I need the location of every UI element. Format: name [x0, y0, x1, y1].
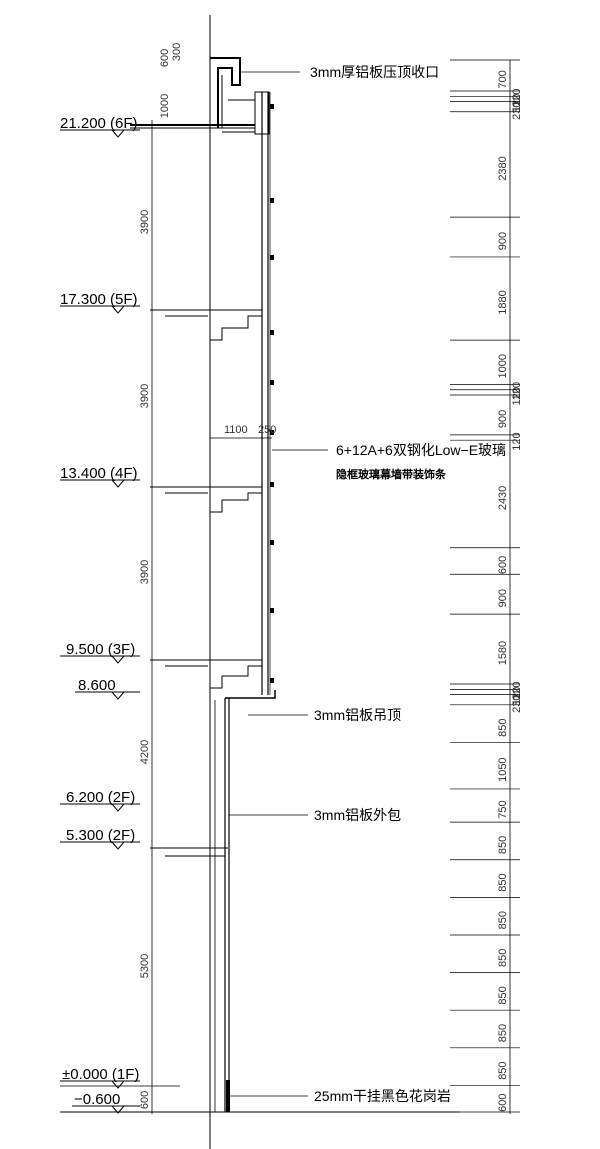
- right-dim-label: 120: [511, 94, 523, 112]
- callout-cladding: 3mm铝板外包: [314, 807, 401, 823]
- level-label-4f: 13.400 (4F): [60, 465, 138, 482]
- right-dim-label: 120: [511, 88, 523, 106]
- right-dim-label: 2430: [497, 486, 509, 510]
- top-dim-2: 300: [171, 43, 183, 61]
- right-dim-label: 850: [497, 873, 509, 891]
- right-dim-label: 900: [497, 232, 509, 250]
- right-dimension-chain: 7001201202302380900188010001201209001202…: [450, 59, 523, 1113]
- right-dim-label: 750: [497, 800, 509, 818]
- left-dim-1: 3900: [139, 210, 151, 234]
- left-dim-2: 3900: [139, 384, 151, 408]
- right-dim-label: 600: [497, 1094, 509, 1112]
- left-dim-5: 5300: [139, 954, 151, 978]
- right-dim-label: 120: [511, 687, 523, 705]
- top-dim-1: 600: [159, 49, 171, 67]
- right-dim-label: 1880: [497, 290, 509, 314]
- right-dim-label: 900: [497, 589, 509, 607]
- level-label-6f: 21.200 (6F): [60, 115, 138, 132]
- left-dim-6: 600: [139, 1091, 151, 1109]
- floor-slab-4f: [150, 486, 262, 513]
- level-markers: [60, 129, 140, 1114]
- right-dim-label: 230: [511, 695, 523, 713]
- mid-dim-2: 250: [258, 424, 276, 436]
- level-label-5f: 17.300 (5F): [60, 291, 138, 308]
- right-dim-label: 850: [497, 911, 509, 929]
- curtain-wall: [261, 92, 274, 695]
- right-dim-label: 120: [511, 682, 523, 700]
- right-dim-label: 230: [511, 102, 523, 120]
- lower-cladding: [214, 698, 230, 1112]
- top-dim-3: 1000: [159, 94, 171, 118]
- right-dim-label: 850: [497, 836, 509, 854]
- right-dim-label: 2380: [497, 156, 509, 180]
- right-dim-label: 1000: [497, 354, 509, 378]
- right-dim-label: 1050: [497, 757, 509, 781]
- right-dim-label: 120: [511, 432, 523, 450]
- left-dim-4: 4200: [139, 740, 151, 764]
- roof-parapet: [130, 57, 270, 135]
- right-dim-label: 900: [497, 410, 509, 428]
- callout-glass-sub: 隐框玻璃幕墙带装饰条: [336, 467, 447, 481]
- right-dim-label: 850: [497, 1061, 509, 1079]
- level-label-1f: ±0.000 (1F): [62, 1066, 139, 1083]
- right-dim-label: 850: [497, 718, 509, 736]
- level-label-2f-b: 5.300 (2F): [66, 827, 135, 844]
- right-dim-label: 700: [497, 70, 509, 88]
- level-label-3f: 9.500 (3F): [66, 641, 135, 658]
- floor-slab-3f: [150, 659, 276, 699]
- right-dim-label: 850: [497, 986, 509, 1004]
- right-dim-label: 120: [511, 382, 523, 400]
- level-label-2f-a: 6.200 (2F): [66, 789, 135, 806]
- floor-slab-5f: [150, 309, 262, 341]
- mid-dim-1: 1100: [224, 424, 248, 436]
- right-dim-label: 850: [497, 949, 509, 967]
- left-dim-3: 3900: [139, 560, 151, 584]
- callout-coping: 3mm厚铝板压顶收口: [310, 64, 439, 80]
- right-dim-label: 600: [497, 556, 509, 574]
- right-dim-label: 120: [511, 387, 523, 405]
- callout-glass: 6+12A+6双钢化Low−E玻璃: [336, 442, 506, 458]
- callout-soffit: 3mm铝板吊顶: [314, 707, 401, 723]
- level-label-m600: −0.600: [74, 1091, 120, 1108]
- right-dim-label: 850: [497, 1024, 509, 1042]
- right-dim-label: 1580: [497, 641, 509, 665]
- level-label-8600: 8.600: [78, 677, 116, 694]
- callout-stone: 25mm干挂黑色花岗岩: [314, 1088, 451, 1104]
- floor-slab-2f: [150, 847, 228, 857]
